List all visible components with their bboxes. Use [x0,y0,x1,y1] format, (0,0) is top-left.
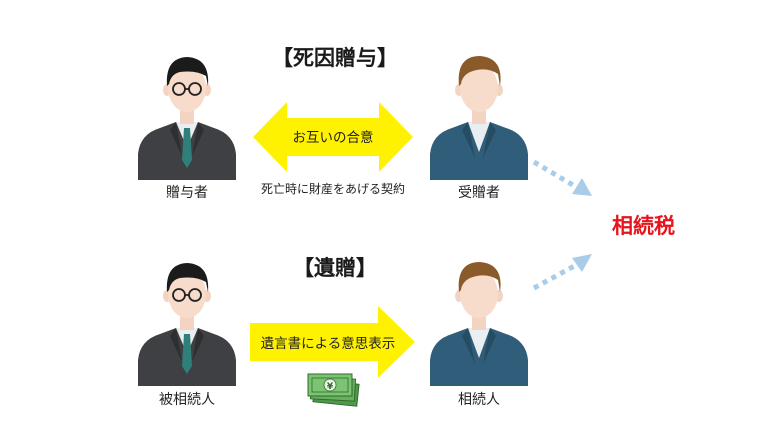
section2-title: 【遺贈】 [293,256,377,280]
receiver-avatar-1 [428,52,530,180]
receiver-label-2: 相続人 [458,392,500,408]
mutual-agreement-text: お互いの合意 [292,130,374,146]
giver-avatar-2 [136,258,238,386]
dotted-arrow-icon [532,254,592,291]
contract-caption: 死亡時に財産をあげる契約 [260,182,405,196]
giver-label-2: 被相続人 [159,392,215,408]
money-bills: ¥ [306,370,360,408]
dotted-arrow-down [532,158,594,198]
will-arrow-text: 遺言書による意思表示 [260,336,396,352]
yen-bills-icon: ¥ [307,373,360,407]
man-blue-suit-icon [430,56,528,180]
man-glasses-gray-suit-icon [138,57,236,180]
will-arrow [250,306,415,378]
dotted-arrow-icon [532,159,592,196]
yen-symbol: ¥ [327,382,334,392]
man-blue-suit-icon [430,262,528,386]
double-arrow-icon [253,102,413,172]
inheritance-tax-label: 相続税 [612,214,675,238]
receiver-avatar-2 [428,258,530,386]
giver-avatar-1 [136,52,238,180]
mutual-agreement-arrow [253,102,413,172]
dotted-arrow-up [532,252,594,292]
receiver-label-1: 受贈者 [458,185,500,201]
right-arrow-icon [250,306,415,378]
man-glasses-gray-suit-icon [138,263,236,386]
giver-label-1: 贈与者 [166,185,208,201]
section1-title: 【死因贈与】 [272,46,398,70]
